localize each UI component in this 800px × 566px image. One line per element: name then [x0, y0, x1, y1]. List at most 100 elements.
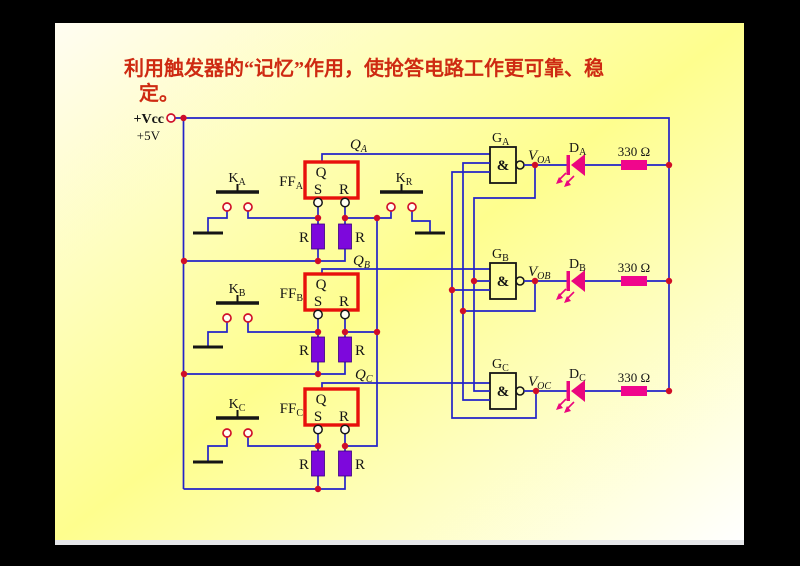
ff-b-label: FFB — [280, 286, 304, 304]
junction-dot — [665, 387, 673, 395]
junction-dot — [373, 328, 381, 336]
vcc-label: +Vcc — [133, 112, 164, 127]
switch-kc-terminal-right — [243, 428, 253, 438]
resistor-330-a-label: 330 Ω — [618, 144, 650, 159]
ff-a-s-pin-terminal — [313, 197, 323, 208]
ff-b-box — [303, 272, 360, 312]
title-line-2: 定。 — [139, 83, 179, 105]
row-b-wires — [183, 268, 490, 375]
pullup-resistor-c-right — [338, 450, 352, 477]
led-db-arrowhead-1 — [556, 293, 563, 300]
switch-kc-label: KC — [229, 397, 246, 414]
junction-dot — [459, 307, 467, 315]
switch-kr-label: KR — [396, 171, 413, 188]
reset-switch-kr: KR — [345, 171, 445, 447]
ff-b-pin-r: R — [339, 294, 349, 310]
ff-a-box — [303, 160, 360, 200]
ff-c-label: FFC — [280, 401, 304, 419]
led-dc — [571, 380, 585, 402]
led-da — [571, 154, 585, 176]
kr-wires — [345, 211, 431, 447]
ff-c-s-pin-terminal — [313, 424, 323, 435]
switch-kc-terminal-left — [222, 428, 232, 438]
led-dc-cathode-bar — [566, 381, 570, 401]
junction-dot — [314, 442, 322, 450]
junction-dot — [314, 485, 322, 493]
vob-label: VOB — [528, 264, 551, 282]
switch-kr-terminal-right — [407, 202, 417, 212]
switch-kb-label: KB — [229, 282, 246, 299]
ff-b-r-pin-terminal — [340, 309, 350, 320]
junction-dot — [341, 214, 349, 222]
row-c-wires — [183, 382, 490, 490]
switch-ka-label: KA — [228, 171, 246, 188]
row-c: KC Q S R FFC QC R R & GC VOC DC 330 Ω — [183, 357, 669, 490]
resistor-330-c-label: 330 Ω — [618, 370, 650, 385]
resistor-330-a — [621, 160, 647, 170]
led-da-cathode-bar — [566, 155, 570, 175]
ff-c-pin-r: R — [339, 409, 349, 425]
junction-dot — [470, 277, 478, 285]
junction-dot — [180, 114, 187, 122]
switch-ka-terminal-right — [243, 202, 253, 212]
feedback-voc-wire — [451, 171, 537, 419]
junction-dot — [341, 442, 349, 450]
q-a-label: QA — [350, 137, 368, 155]
q-c-label: QC — [355, 367, 373, 385]
gate-gb-label: GB — [492, 247, 509, 264]
junction-dot — [341, 328, 349, 336]
resistor-330-c — [621, 386, 647, 396]
gate-gc-symbol: & — [497, 384, 510, 400]
led-db-arrowhead-2 — [564, 296, 571, 303]
ff-c-box — [303, 387, 360, 427]
ff-b-pin-q: Q — [316, 277, 327, 293]
supply-rail-wire — [175, 117, 670, 489]
junction-dot — [180, 257, 188, 265]
junction-dot — [373, 214, 381, 222]
junction-dot — [532, 387, 540, 395]
ff-c-pin-q: Q — [316, 392, 327, 408]
title-line-1: 利用触发器的“记忆”作用，使抢答电路工作更可靠、稳 — [124, 58, 604, 80]
ff-a-pin-s: S — [314, 182, 322, 198]
gate-ga-label: GA — [492, 131, 510, 148]
junction-dot — [531, 277, 539, 285]
gate-gb-symbol: & — [497, 274, 510, 290]
switch-kb-terminal-right — [243, 313, 253, 323]
row-b: KB Q S R FFB QB R R & GB VOB DB 330 Ω — [183, 247, 669, 375]
junction-dot — [665, 161, 673, 169]
pullup-resistor-b-left — [311, 336, 325, 363]
ff-a-pin-r: R — [339, 182, 349, 198]
led-db-label: DB — [569, 257, 586, 274]
resistor-330-b — [621, 276, 647, 286]
gate-gc-label: GC — [492, 357, 509, 374]
gate-ga-symbol: & — [497, 158, 510, 174]
switch-ka-terminal-left — [222, 202, 232, 212]
junction-dot — [531, 161, 539, 169]
switch-kr-terminal-left — [386, 202, 396, 212]
pullup-resistor-c-left — [311, 450, 325, 477]
led-da-label: DA — [569, 141, 587, 158]
ff-a-label: FFA — [279, 174, 304, 192]
bottom-strip — [55, 540, 744, 545]
feedback-lines — [451, 162, 537, 419]
junction-dot — [314, 214, 322, 222]
pullup-resistor-b-right — [338, 336, 352, 363]
pullup-a-left-label: R — [299, 230, 309, 246]
led-da-arrowhead-2 — [564, 180, 571, 187]
junction-dots — [180, 114, 673, 493]
resistor-330-b-label: 330 Ω — [618, 260, 650, 275]
power-rails: +Vcc +5V — [133, 112, 670, 489]
pullup-a-right-label: R — [355, 230, 365, 246]
pullup-b-right-label: R — [355, 343, 365, 359]
ff-c-r-pin-terminal — [340, 424, 350, 435]
pullup-b-left-label: R — [299, 343, 309, 359]
ff-a-r-pin-terminal — [340, 197, 350, 208]
junction-dot — [448, 286, 456, 294]
junction-dot — [665, 277, 673, 285]
switch-kb-terminal-left — [222, 313, 232, 323]
pullup-resistor-a-left — [311, 223, 325, 250]
led-db — [571, 270, 585, 292]
vcc-terminal — [166, 113, 176, 123]
